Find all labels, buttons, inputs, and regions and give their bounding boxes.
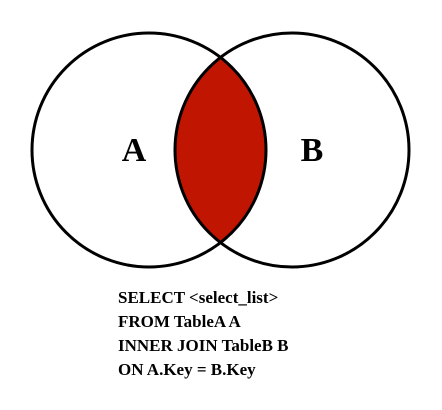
sql-join-line: INNER JOIN TableB B	[118, 336, 289, 355]
sql-from-line: FROM TableA A	[118, 312, 241, 331]
set-b-label: B	[301, 132, 324, 169]
sql-select-line: SELECT <select_list>	[118, 288, 279, 307]
intersection-region	[175, 33, 266, 267]
set-b-circle	[173, 31, 411, 269]
set-a-circle	[30, 31, 268, 269]
set-a-label: A	[122, 132, 147, 169]
sql-on-line: ON A.Key = B.Key	[118, 360, 256, 379]
sql-query: SELECT <select_list> FROM TableA A INNER…	[118, 286, 289, 382]
